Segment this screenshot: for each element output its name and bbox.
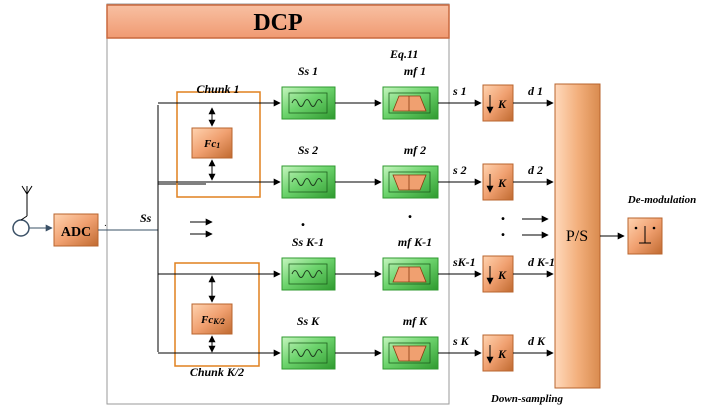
mf-label-3: mf K-1 (398, 235, 432, 249)
row-4: Ss K mf K s K Kd K (158, 314, 554, 372)
mf-label-1: mf 1 (404, 64, 426, 78)
row-1: Ss 1 mf 1 s 1 Kd 1 (158, 64, 554, 122)
k-ellipsis-1: . (501, 204, 506, 224)
ss-label-4: Ss K (297, 314, 320, 328)
row-2: Ss 2 mf 2 s 2 Kd 2 (158, 143, 554, 201)
k-label: K (497, 268, 507, 282)
d-label-2: d 2 (528, 163, 543, 177)
ss-label-3: Ss K-1 (292, 235, 324, 249)
k-ellipsis-2: . (501, 220, 506, 240)
svg-text:P/S: P/S (566, 228, 588, 245)
dcp-header (106, 4, 450, 39)
downsampling-label: Down-sampling (490, 393, 564, 405)
ss-filter-block (281, 257, 336, 291)
downsampler-block: K (482, 163, 514, 201)
matched-filter-block (382, 165, 439, 199)
ss-filter-block (281, 86, 336, 120)
adc-block: ADC (53, 213, 99, 247)
s-label-4: s K (452, 334, 470, 348)
demod-block (627, 217, 663, 255)
downsampler-block: K (482, 255, 514, 293)
matched-filter-block (382, 336, 439, 370)
chunk-k2-label: Chunk K/2 (190, 365, 244, 379)
mf-label-2: mf 2 (404, 143, 426, 157)
eq-label: Eq.11 (389, 47, 418, 61)
s-label-3: sK-1 (452, 255, 476, 269)
matched-filter-block (382, 86, 439, 120)
adc-out-dot: . (104, 218, 107, 229)
k-label: K (497, 97, 507, 111)
downsampler-block: K (482, 84, 514, 122)
ss-ellipsis: . (301, 210, 306, 230)
d-label-1: d 1 (528, 84, 543, 98)
svg-text:ADC: ADC (61, 225, 91, 240)
d-label-3: d K-1 (528, 255, 555, 269)
svg-text:Fc1: Fc1 (203, 138, 220, 150)
row-3: Ss K-1 mf K-1 sK-1Kd K-1 (158, 235, 555, 293)
chunk-1: Chunk 1 Fc1 (176, 82, 261, 198)
mf-ellipsis: . (408, 202, 413, 222)
ss-label-1: Ss 1 (298, 64, 318, 78)
chunk-k2: Chunk K/2 FcK/2 (174, 262, 260, 379)
downsampler-block: K (482, 334, 514, 372)
ps-block: P/S (554, 83, 601, 389)
demod-label: De-modulation (627, 194, 696, 206)
k-label: K (497, 347, 507, 361)
ss-filter-block (281, 336, 336, 370)
ss-label-2: Ss 2 (298, 143, 318, 157)
s-label-2: s 2 (452, 163, 467, 177)
mf-label-4: mf K (403, 314, 428, 328)
dcp-title: DCP (253, 10, 302, 36)
matched-filter-block (382, 257, 439, 291)
processing-rows: Ss 1 mf 1 s 1 Kd 1 Ss 2 mf 2 s 2 Kd 2 Ss K-1 mf K… (158, 64, 555, 372)
chunk-1-label: Chunk 1 (196, 82, 239, 96)
ss-filter-block (281, 165, 336, 199)
k-label: K (497, 176, 507, 190)
svg-text:FcK/2: FcK/2 (200, 314, 225, 326)
s-label-1: s 1 (452, 84, 467, 98)
d-label-4: d K (528, 334, 546, 348)
ss-label: Ss (140, 211, 152, 225)
